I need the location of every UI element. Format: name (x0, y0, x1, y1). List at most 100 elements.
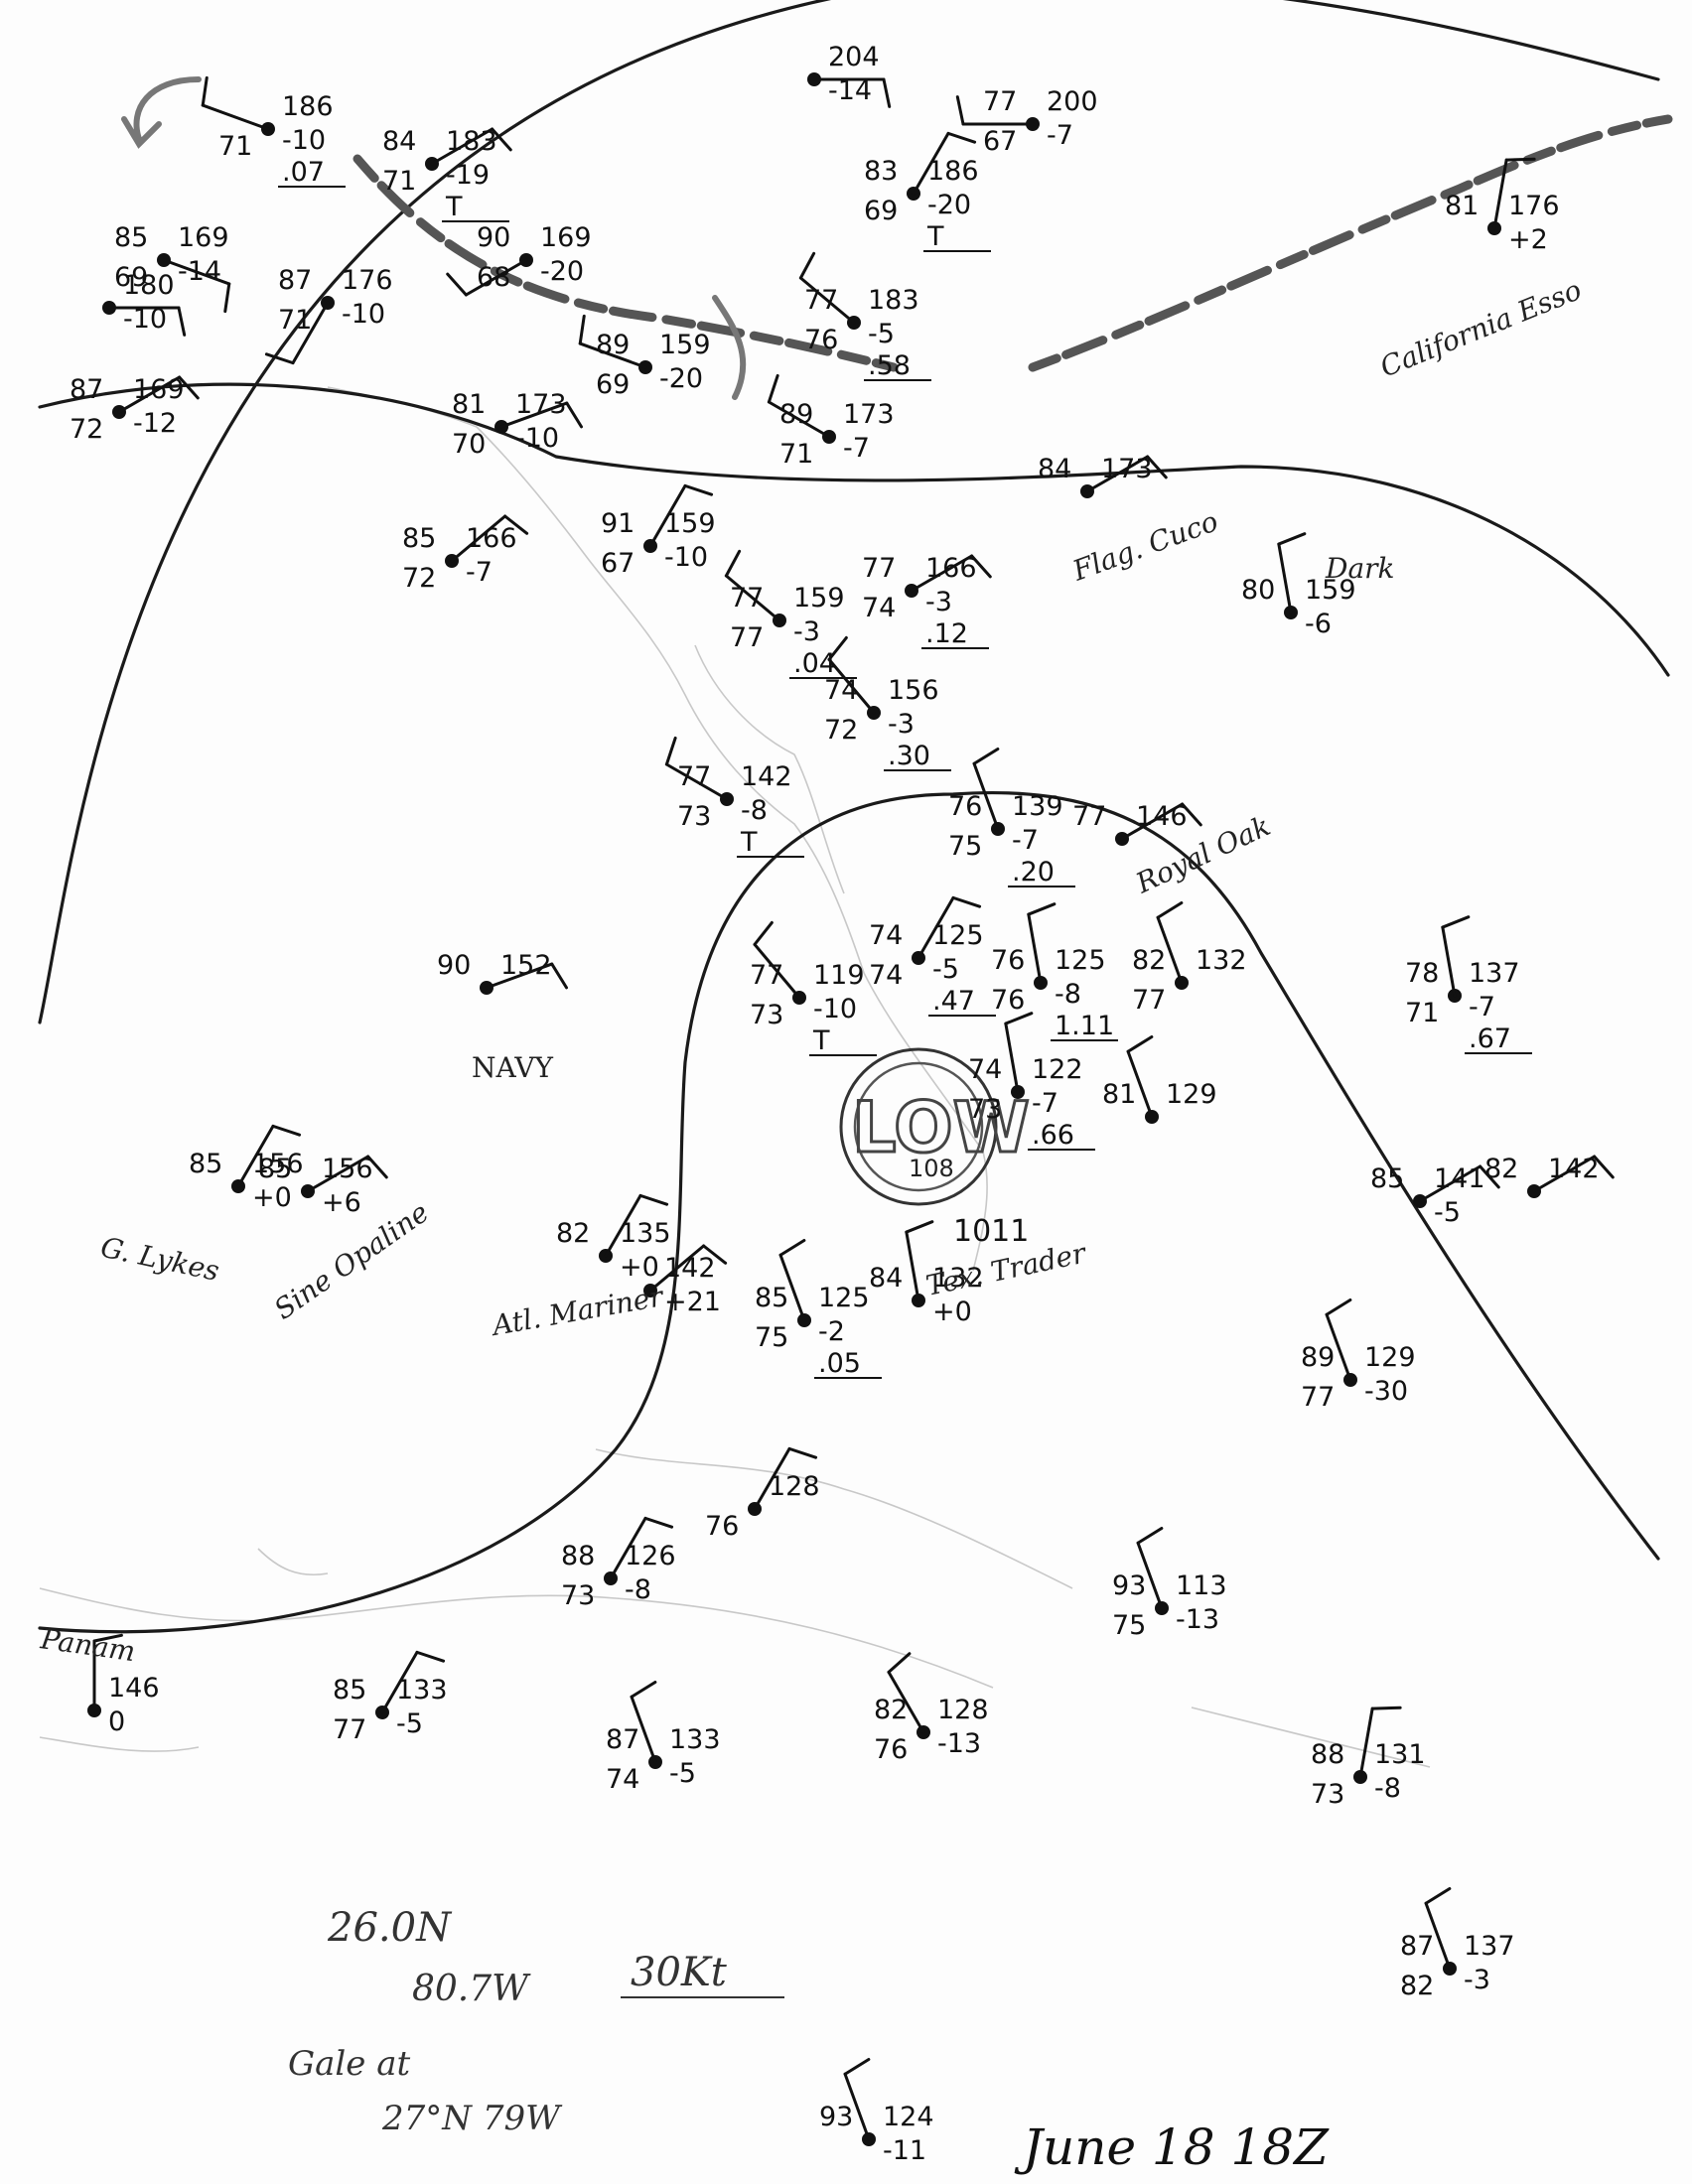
station-dewpoint: 67 (983, 126, 1017, 157)
wind-barb-staff (1441, 925, 1457, 998)
station-tendency: -8 (625, 1574, 651, 1605)
station-tendency: -13 (937, 1728, 981, 1759)
wind-barb-staff (1358, 1706, 1374, 1779)
station-dewpoint: 73 (1311, 1779, 1344, 1810)
station-temp: 77 (1072, 801, 1106, 832)
station-dewpoint: 71 (218, 131, 252, 162)
note-wind: 30Kt (631, 1950, 728, 1995)
station-tendency: -8 (741, 795, 768, 826)
station-tendency: -3 (925, 587, 952, 617)
wind-barb-feather (491, 127, 512, 152)
ship-label-atl-mariner: Atl. Mariner (488, 1280, 667, 1342)
note-latitude: 26.0N (327, 1905, 453, 1951)
wind-barb-feather (578, 314, 586, 345)
wind-barb-feather (1325, 1297, 1352, 1316)
station-tendency: -7 (1032, 1088, 1058, 1119)
low-pressure-sub: 108 (909, 1155, 954, 1182)
station-pressure: 176 (342, 265, 393, 296)
station-dewpoint: 70 (452, 429, 486, 460)
station-tendency: -5 (396, 1708, 423, 1739)
station-tendency: -5 (932, 954, 959, 985)
station-tendency: -5 (868, 319, 895, 349)
wind-barb-staff (162, 258, 231, 286)
wind-barb-staff (1277, 542, 1293, 614)
station-dewpoint: 82 (1400, 1971, 1434, 2001)
wind-barb-feather (887, 1652, 912, 1674)
low-pressure-center: LOW 1011 108 (839, 1047, 1031, 1249)
station-temp: 93 (1112, 1570, 1146, 1601)
station-pressure: 142 (664, 1253, 716, 1284)
low-circulation-front (38, 790, 1660, 1634)
station-temp: 76 (948, 791, 982, 822)
station-tendency: -19 (446, 160, 490, 191)
station-precip: .47 (932, 986, 975, 1017)
wind-barb-staff (1492, 158, 1508, 230)
station-temp: 91 (601, 508, 634, 539)
station-pressure: 173 (1101, 454, 1153, 484)
wind-barb-staff (724, 574, 781, 622)
wind-barb-feather (787, 1446, 818, 1459)
wind-barb-feather (643, 1516, 674, 1529)
station-pressure: 132 (932, 1263, 984, 1294)
station-dewpoint: 77 (730, 622, 764, 653)
station-tendency: -3 (1464, 1965, 1490, 1995)
station-temp: 90 (437, 950, 471, 981)
station-pressure: 137 (1464, 1931, 1515, 1962)
station-tendency: -5 (669, 1758, 696, 1789)
ship-labels: California Esso Flag. Cuco Dark Royal Oa… (38, 273, 1586, 1668)
wind-barb-staff (798, 276, 856, 325)
map-title: June 18 18Z (1014, 2118, 1330, 2176)
wind-barb-staff (1126, 1049, 1154, 1119)
wind-barb-feather (92, 1633, 123, 1643)
station-pressure: 135 (620, 1218, 671, 1249)
low-ring-inner (853, 1061, 984, 1192)
station-pressure: 156 (888, 675, 939, 706)
station-precip: .66 (1032, 1120, 1074, 1151)
station-temp: 82 (1132, 945, 1166, 976)
station-tendency: -2 (818, 1316, 845, 1347)
station-temp: 81 (452, 389, 486, 420)
station-tendency: -7 (1047, 120, 1073, 151)
station-dewpoint: 75 (1112, 1610, 1146, 1641)
station-dewpoint: 73 (750, 1000, 783, 1030)
wind-barb-feather (550, 962, 569, 990)
station-pressure: 159 (659, 330, 711, 360)
wind-barb-staff (827, 657, 876, 715)
wind-barb-feather (767, 373, 779, 404)
wind-barb-feather (630, 1680, 657, 1699)
station-pressure: 159 (664, 508, 716, 539)
wind-barb-staff (1120, 802, 1185, 841)
wind-barb-staff (464, 258, 528, 297)
wind-barb-staff (291, 301, 330, 365)
station-temp: 87 (606, 1724, 639, 1755)
station-tendency: -10 (813, 994, 857, 1024)
station-pressure: 186 (282, 91, 334, 122)
station-temp: 85 (258, 1154, 292, 1184)
station-pressure: 129 (1166, 1079, 1217, 1110)
station-temp: 89 (1301, 1342, 1335, 1373)
wind-barb-feather (951, 895, 982, 908)
station-precip: .67 (1469, 1024, 1511, 1054)
wind-barb-feather (1370, 1706, 1402, 1710)
station-plot: 180-10 (102, 270, 187, 337)
wind-barb-staff (1424, 1901, 1452, 1971)
